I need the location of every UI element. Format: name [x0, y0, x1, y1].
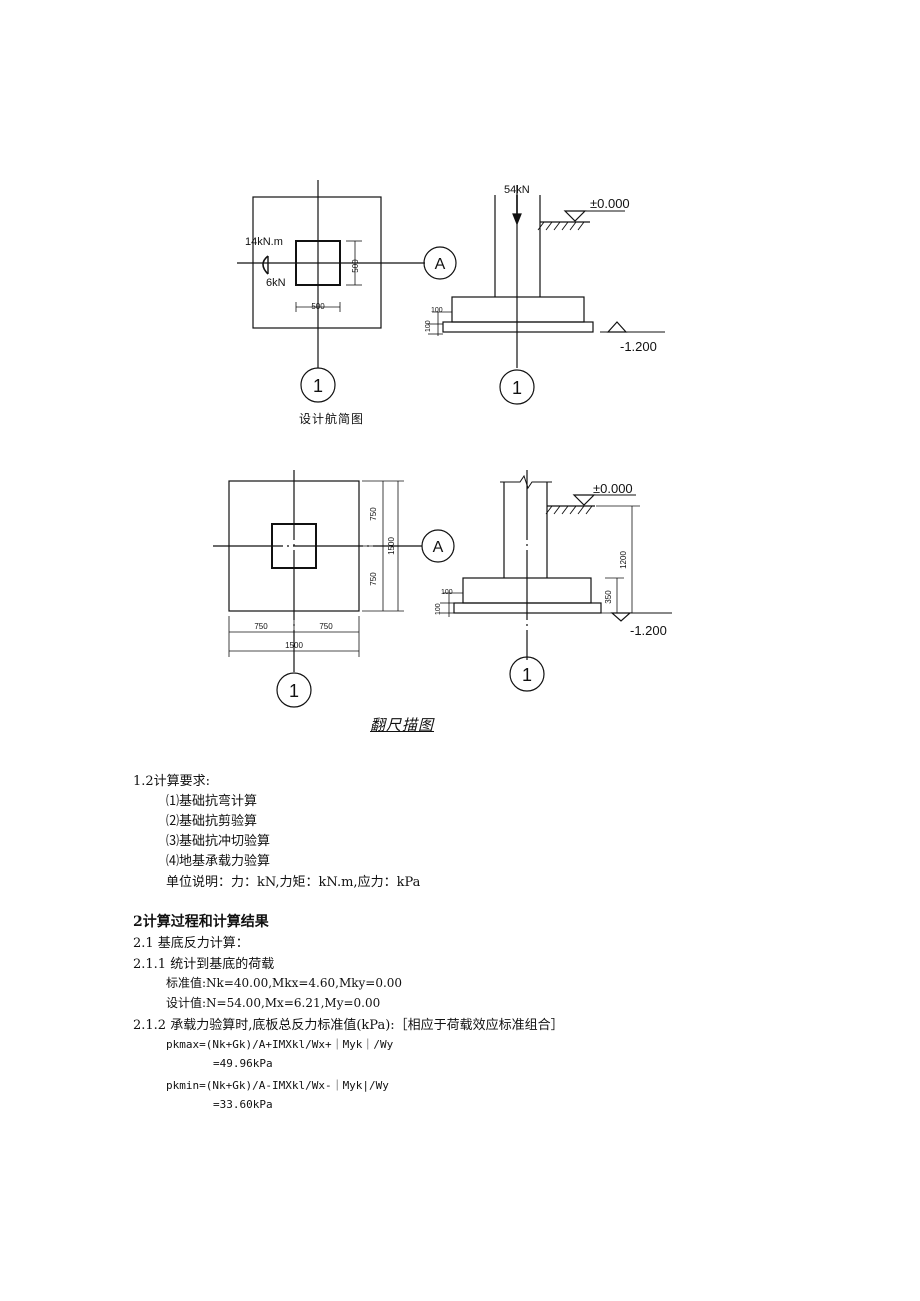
section-2-1-1-heading: 2.1.1 统计到基底的荷载 [133, 957, 275, 972]
fig2-dim-100-a: 100 [441, 589, 453, 596]
fig1-axis-a-bubble [423, 246, 457, 280]
fig2-axis-1-bubble-left [276, 672, 312, 708]
pkmax-formula: pkmax=(Nk+Gk)/A+IMXkl/Wx+｜Myk｜/Wy [166, 1038, 394, 1051]
elevation-marker-icon [606, 321, 628, 333]
pkmax-value: =49.96kPa [213, 1057, 273, 1070]
fig2-dim-350: 350 [604, 590, 613, 604]
fig1-shear-label: 6kN [266, 277, 286, 289]
fig1-moment-label: 14kN.m [245, 236, 283, 248]
fig1-load-label: 54kN [504, 184, 530, 196]
fig1-section-footing [451, 296, 585, 323]
requirements-heading: 1.2计算要求: [133, 774, 211, 789]
fig2-dim-750-left: 750 [254, 622, 268, 631]
units-note: 单位说明：力：kN,力矩：kN.m,应力：kPa [166, 875, 421, 890]
fig1-dim-100-a: 100 [431, 307, 443, 314]
fig2-axis-a-label: A [433, 539, 444, 556]
fig2-elev-bottom: -1.200 [630, 623, 667, 638]
fig2-dim-750-bot: 750 [369, 572, 378, 586]
elevation-marker-icon [563, 210, 587, 222]
fig1-axis-1-bubble-right [499, 369, 535, 405]
fig1-elev-bottom: -1.200 [620, 339, 657, 354]
fig1-axis-a-label: A [435, 256, 446, 273]
fig1-section-cushion [442, 321, 594, 333]
fig2-dim-100-b: 100 [435, 603, 442, 615]
fig2-axis-1-label-left: 1 [289, 681, 299, 701]
section-2-1-2-heading: 2.1.2 承载力验算时,底板总反力标准值(kPa):［相应于荷载效应标准组合］ [133, 1018, 564, 1033]
fig2-dim-1500-v: 1500 [387, 537, 396, 555]
fig2-dim-750-top: 750 [369, 507, 378, 521]
section-2-heading: 2计算过程和计算结果 [133, 914, 269, 930]
pkmin-value: =33.60kPa [213, 1098, 273, 1111]
elevation-marker-icon [610, 612, 632, 622]
fig2-dim-1500-h: 1500 [285, 641, 303, 650]
requirement-item-1: ⑴基础抗弯计算 [166, 794, 258, 809]
fig2-dim-1200: 1200 [619, 551, 628, 569]
fig2-caption: 翻尺描图 [370, 716, 435, 734]
load-arrow-icon [512, 213, 522, 226]
fig2-axis-1-bubble-right [509, 656, 545, 692]
fig2-axis-a-bubble [421, 529, 455, 563]
fig1-caption: 设计航简图 [299, 412, 365, 426]
fig1-elev-top: ±0.000 [590, 196, 630, 211]
elevation-marker-icon [572, 494, 596, 506]
requirement-item-2: ⑵基础抗剪验算 [166, 814, 258, 829]
fig2-elev-top: ±0.000 [593, 481, 633, 496]
fig1-axis-1-bubble-left [300, 367, 336, 403]
section-2-1-heading: 2.1 基底反力计算： [133, 936, 249, 951]
fig2-dim-750-right: 750 [319, 622, 333, 631]
fig1-axis-1-label-right: 1 [512, 378, 522, 398]
design-values: 设计值:N=54.00,Mx=6.21,My=0.00 [166, 996, 381, 1010]
moment-arrow-icon [262, 255, 269, 275]
pkmin-formula: pkmin=(Nk+Gk)/A-IMXkl/Wx-｜Myk|/Wy [166, 1079, 389, 1092]
fig1-dim-100-b: 100 [425, 320, 432, 332]
fig1-dim-500-v: 500 [351, 259, 360, 273]
fig2-axis-1-label-right: 1 [522, 665, 532, 685]
fig1-dim-500-h: 500 [311, 302, 325, 311]
fig1-axis-1-label-left: 1 [313, 376, 323, 396]
standard-values: 标准值:Nk=40.00,Mkx=4.60,Mky=0.00 [166, 976, 403, 990]
requirement-item-3: ⑶基础抗冲切验算 [166, 834, 271, 849]
requirement-item-4: ⑷地基承载力验算 [166, 854, 271, 869]
